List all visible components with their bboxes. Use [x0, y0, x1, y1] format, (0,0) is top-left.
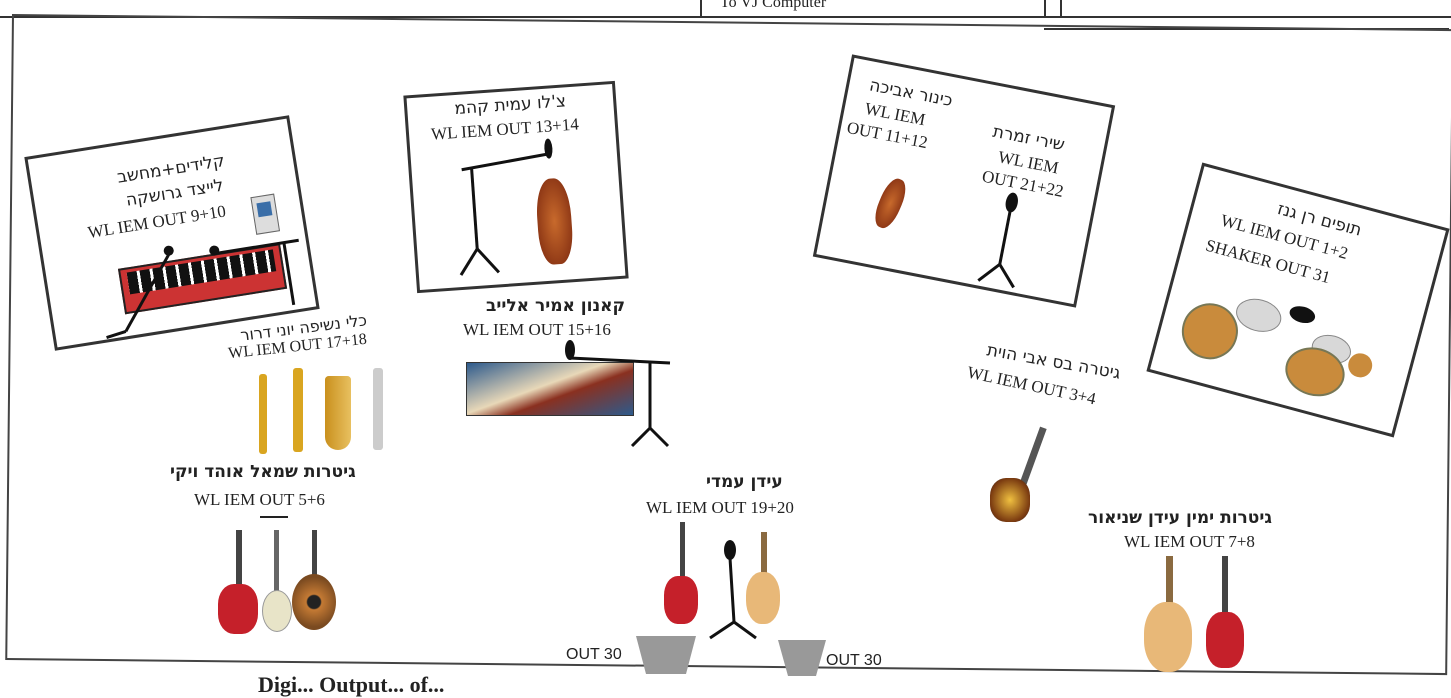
- mic-stand-icon: [977, 192, 1018, 289]
- header-cell-right: [1044, 0, 1451, 18]
- guitar-group-icon: [214, 530, 336, 634]
- mic-stand-icon: [106, 238, 299, 339]
- underline: [260, 516, 288, 518]
- keys-station: קלידים+מחשב לייצד גרושקה WL IEM OUT 9+10: [24, 115, 320, 351]
- mic-stand-icon: [565, 340, 671, 448]
- electric-guitar-icon: [664, 522, 700, 626]
- acoustic-guitar-icon: [746, 532, 782, 626]
- guitars-left-title: גיטרות שמאל אוהד ויקי: [170, 462, 356, 482]
- saxophone-group-icon: [255, 368, 405, 456]
- bass-guitar-icon: [990, 424, 1047, 524]
- header-cell-computer: To VJ Computer: [700, 0, 1062, 18]
- guitars-right-out: WL IEM OUT 7+8: [1124, 532, 1255, 551]
- footer-caption: Digi... Output... of...: [258, 672, 445, 697]
- kanun-out: WL IEM OUT 15+16: [463, 320, 611, 339]
- center-title: עידן עמדי: [706, 472, 783, 492]
- violin-icon: [870, 175, 911, 232]
- guitars-right-title: גיטרות ימין עידן שניאור: [1088, 508, 1272, 528]
- mic-stand-icon: [459, 138, 553, 276]
- kanun-icon: [466, 362, 634, 416]
- kanun-title: קאנון אמיר אלייב: [486, 296, 626, 316]
- monitor-left-icon: [636, 636, 696, 674]
- guitar-group-icon: [1142, 556, 1252, 676]
- monitor-left-label: OUT 30: [566, 646, 622, 663]
- header-rule: [1044, 28, 1449, 30]
- monitor-right-icon: [778, 640, 826, 676]
- mic-stand-icon: [709, 540, 757, 640]
- guitars-left-out: WL IEM OUT 5+6: [194, 490, 325, 509]
- violin-vocal-station: כינור אביכה WL IEM OUT 11+12 שירי זמרת W…: [812, 54, 1116, 308]
- center-out: WL IEM OUT 19+20: [646, 498, 794, 517]
- monitor-right-label: OUT 30: [826, 652, 882, 669]
- cello-station: צ'לו עמית קהמ WL IEM OUT 13+14: [403, 80, 629, 294]
- header-computer-label: To VJ Computer: [720, 0, 827, 11]
